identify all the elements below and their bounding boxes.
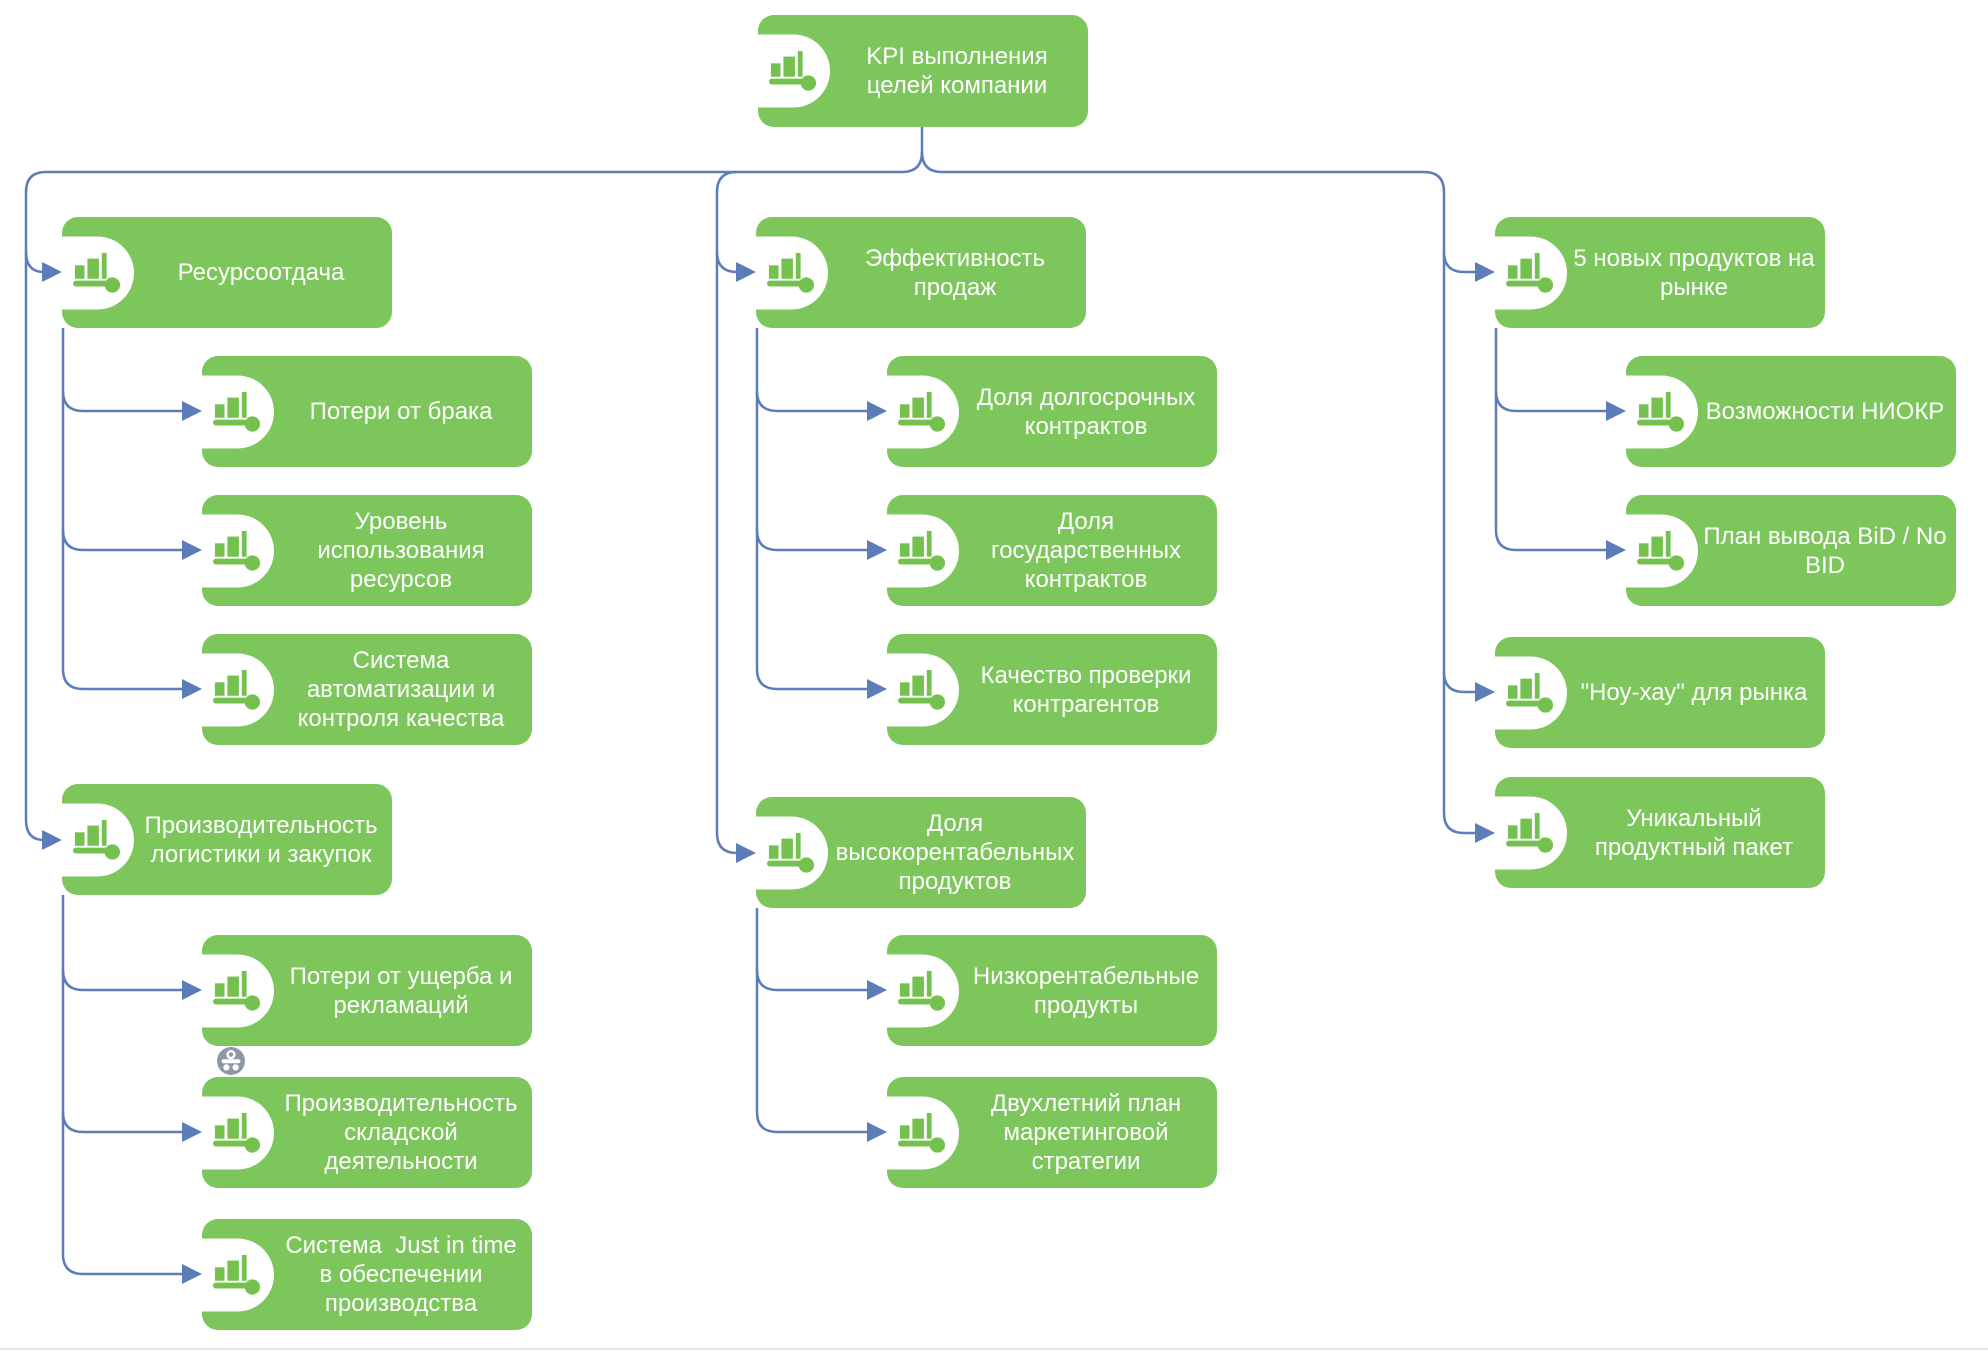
node-unique-product-package[interactable]: Уникальный продуктный пакет: [1495, 777, 1825, 888]
node-label: Уникальный продуктный пакет: [1594, 804, 1794, 861]
node-label: Двухлетний план маркетинговой стратегии: [990, 1090, 1182, 1175]
node-defect-losses[interactable]: Потери от брака: [202, 356, 532, 467]
bar-chart-icon: [1626, 514, 1698, 587]
node-just-in-time-system[interactable]: Система Just in time в обеспечении произ…: [202, 1219, 532, 1330]
bar-chart-icon: [62, 803, 134, 876]
node-label: Возможности НИОКР: [1705, 398, 1945, 425]
node-quality-control-automation[interactable]: Система автоматизации и контроля качеств…: [202, 634, 532, 745]
node-damage-claims-losses[interactable]: Потери от ущерба и рекламаций: [202, 935, 532, 1046]
node-label: Система Just in time в обеспечении произ…: [285, 1232, 517, 1317]
bar-chart-icon: [1495, 656, 1567, 729]
org-chart-badge-icon: [217, 1047, 245, 1075]
node-label: Доля высокорентабельных продуктов: [835, 810, 1075, 895]
node-label: План вывода BiD / No BID: [1703, 522, 1947, 579]
node-five-new-products[interactable]: 5 новых продуктов на рынке: [1495, 217, 1825, 328]
bar-chart-icon: [62, 236, 134, 309]
node-rnd-opportunities[interactable]: Возможности НИОКР: [1626, 356, 1956, 467]
node-two-year-marketing-plan[interactable]: Двухлетний план маркетинговой стратегии: [887, 1077, 1217, 1188]
bar-chart-icon: [887, 375, 959, 448]
node-label: Эффективность продаж: [864, 244, 1046, 301]
node-warehouse-productivity[interactable]: Производительность складской деятельност…: [202, 1077, 532, 1188]
node-root-kpi[interactable]: KPI выполнения целей компании: [758, 15, 1088, 127]
node-know-how-for-market[interactable]: "Ноу-хау" для рынка: [1495, 637, 1825, 748]
node-label: Уровень использования ресурсов: [317, 508, 485, 593]
node-high-margin-products-share[interactable]: Доля высокорентабельных продуктов: [756, 797, 1086, 908]
node-resource-output[interactable]: Ресурсоотдача: [62, 217, 392, 328]
node-resource-usage-level[interactable]: Уровень использования ресурсов: [202, 495, 532, 606]
bottom-divider: [0, 1348, 1988, 1350]
node-label: 5 новых продуктов на рынке: [1573, 244, 1815, 301]
bar-chart-icon: [887, 1096, 959, 1169]
node-label: Доля долгосрочных контрактов: [976, 383, 1196, 440]
bar-chart-icon: [202, 1096, 274, 1169]
node-label: Доля государственных контрактов: [990, 508, 1182, 593]
node-low-margin-products[interactable]: Низкорентабельные продукты: [887, 935, 1217, 1046]
node-logistics-procurement-productivity[interactable]: Производительность логистики и закупок: [62, 784, 392, 895]
node-label: Производительность складской деятельност…: [284, 1090, 518, 1175]
bar-chart-icon: [887, 653, 959, 726]
node-label: Система автоматизации и контроля качеств…: [297, 647, 505, 732]
node-government-contracts-share[interactable]: Доля государственных контрактов: [887, 495, 1217, 606]
node-label: KPI выполнения целей компании: [866, 43, 1048, 99]
node-label: Потери от брака: [309, 398, 493, 425]
bar-chart-icon: [1495, 796, 1567, 869]
bar-chart-icon: [887, 514, 959, 587]
node-label: "Ноу-хау" для рынка: [1580, 679, 1808, 706]
node-sales-efficiency[interactable]: Эффективность продаж: [756, 217, 1086, 328]
bar-chart-icon: [756, 236, 828, 309]
bar-chart-icon: [758, 34, 830, 108]
bar-chart-icon: [202, 514, 274, 587]
bar-chart-icon: [202, 375, 274, 448]
bar-chart-icon: [1626, 375, 1698, 448]
node-label: Потери от ущерба и рекламаций: [289, 962, 513, 1019]
bar-chart-icon: [202, 1238, 274, 1311]
bar-chart-icon: [1495, 236, 1567, 309]
node-label: Низкорентабельные продукты: [972, 962, 1200, 1019]
bar-chart-icon: [756, 816, 828, 889]
node-long-term-contracts-share[interactable]: Доля долгосрочных контрактов: [887, 356, 1217, 467]
node-bid-nobid-plan[interactable]: План вывода BiD / No BID: [1626, 495, 1956, 606]
bar-chart-icon: [202, 653, 274, 726]
node-counterparty-verification-quality[interactable]: Качество проверки контрагентов: [887, 634, 1217, 745]
bar-chart-icon: [887, 954, 959, 1027]
bar-chart-icon: [202, 954, 274, 1027]
node-label: Производительность логистики и закупок: [144, 811, 378, 868]
node-label: Ресурсоотдача: [177, 259, 345, 286]
node-label: Качество проверки контрагентов: [980, 661, 1192, 718]
